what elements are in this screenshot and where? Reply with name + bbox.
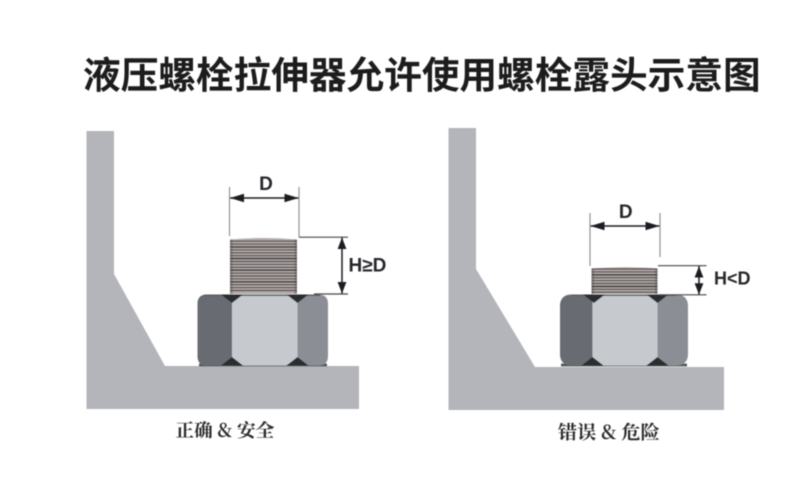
svg-text:D: D — [259, 174, 273, 195]
svg-text:D: D — [619, 202, 633, 223]
svg-text:H<D: H<D — [714, 269, 751, 289]
svg-text:H≥D: H≥D — [349, 256, 387, 277]
